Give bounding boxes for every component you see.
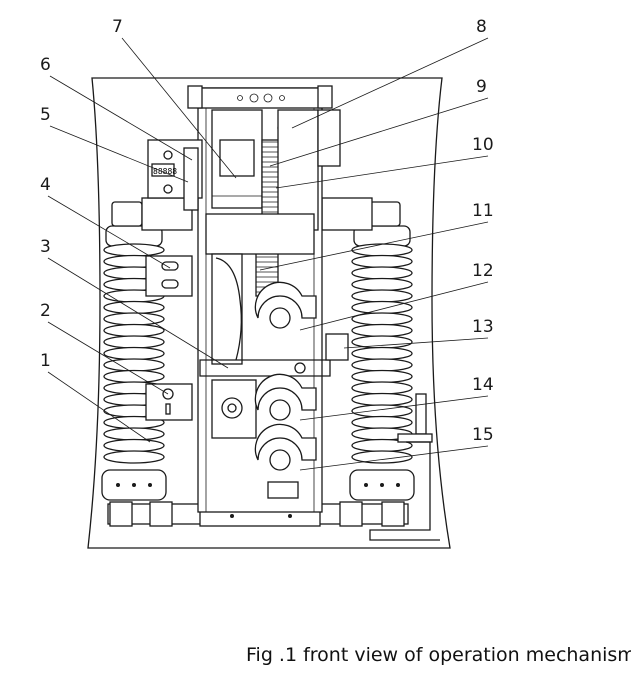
callout-2: 2 (40, 301, 51, 321)
spring-coil (351, 369, 413, 384)
spring-coil (351, 254, 413, 269)
callout-14: 14 (472, 375, 494, 395)
callout-3: 3 (40, 237, 51, 257)
callout-15: 15 (472, 425, 494, 445)
callout-12: 12 (472, 261, 494, 281)
spring-coil (103, 369, 165, 384)
spring-coil (103, 450, 165, 464)
callout-1: 1 (40, 351, 51, 371)
callout-6: 6 (40, 55, 51, 75)
spring-coil (351, 381, 413, 395)
spring-coil (351, 289, 413, 303)
callout-9: 9 (476, 77, 487, 97)
spring-coil (351, 243, 413, 257)
spring-coil (103, 243, 165, 257)
bottom-mounting-bar (107, 501, 409, 527)
figure-caption: Fig .1 front view of operation mechanism (246, 644, 631, 666)
spring-coil (351, 323, 413, 338)
callout-5: 5 (40, 105, 51, 125)
motor-block (211, 109, 263, 209)
spring-coil (103, 427, 165, 441)
spring-coil (103, 300, 165, 315)
callout-13: 13 (472, 317, 494, 337)
spring-coil (103, 323, 165, 338)
spring-coil (351, 358, 413, 372)
spring-coil (103, 438, 165, 453)
callout-4: 4 (40, 175, 51, 195)
spring-coil (351, 450, 413, 464)
spring-coil (351, 415, 413, 430)
spring-coil (351, 346, 413, 361)
right-spring (349, 225, 415, 501)
mechanism-drawing: 88888 (40, 17, 494, 549)
cams (254, 281, 317, 499)
callout-8: 8 (476, 17, 487, 37)
callout-11: 11 (472, 201, 494, 221)
callout-7: 7 (112, 17, 123, 37)
spring-coil (103, 335, 165, 349)
spring-coil (351, 392, 413, 407)
counter-block: 88888 (147, 139, 203, 211)
linkage-arms (199, 213, 331, 439)
spring-coil (351, 266, 413, 280)
spring-coil (103, 346, 165, 361)
housing-outline (87, 77, 451, 549)
right-auxiliary (325, 333, 440, 541)
callout-10: 10 (472, 135, 494, 155)
spring-coil (351, 277, 413, 292)
callout-numbers: 7 6 5 4 3 2 1 8 9 10 11 12 13 14 15 (40, 17, 494, 445)
counter-display: 88888 (153, 167, 177, 176)
latch-blocks (145, 255, 193, 421)
callout-leaders (47, 37, 489, 471)
spring-coil (351, 335, 413, 349)
